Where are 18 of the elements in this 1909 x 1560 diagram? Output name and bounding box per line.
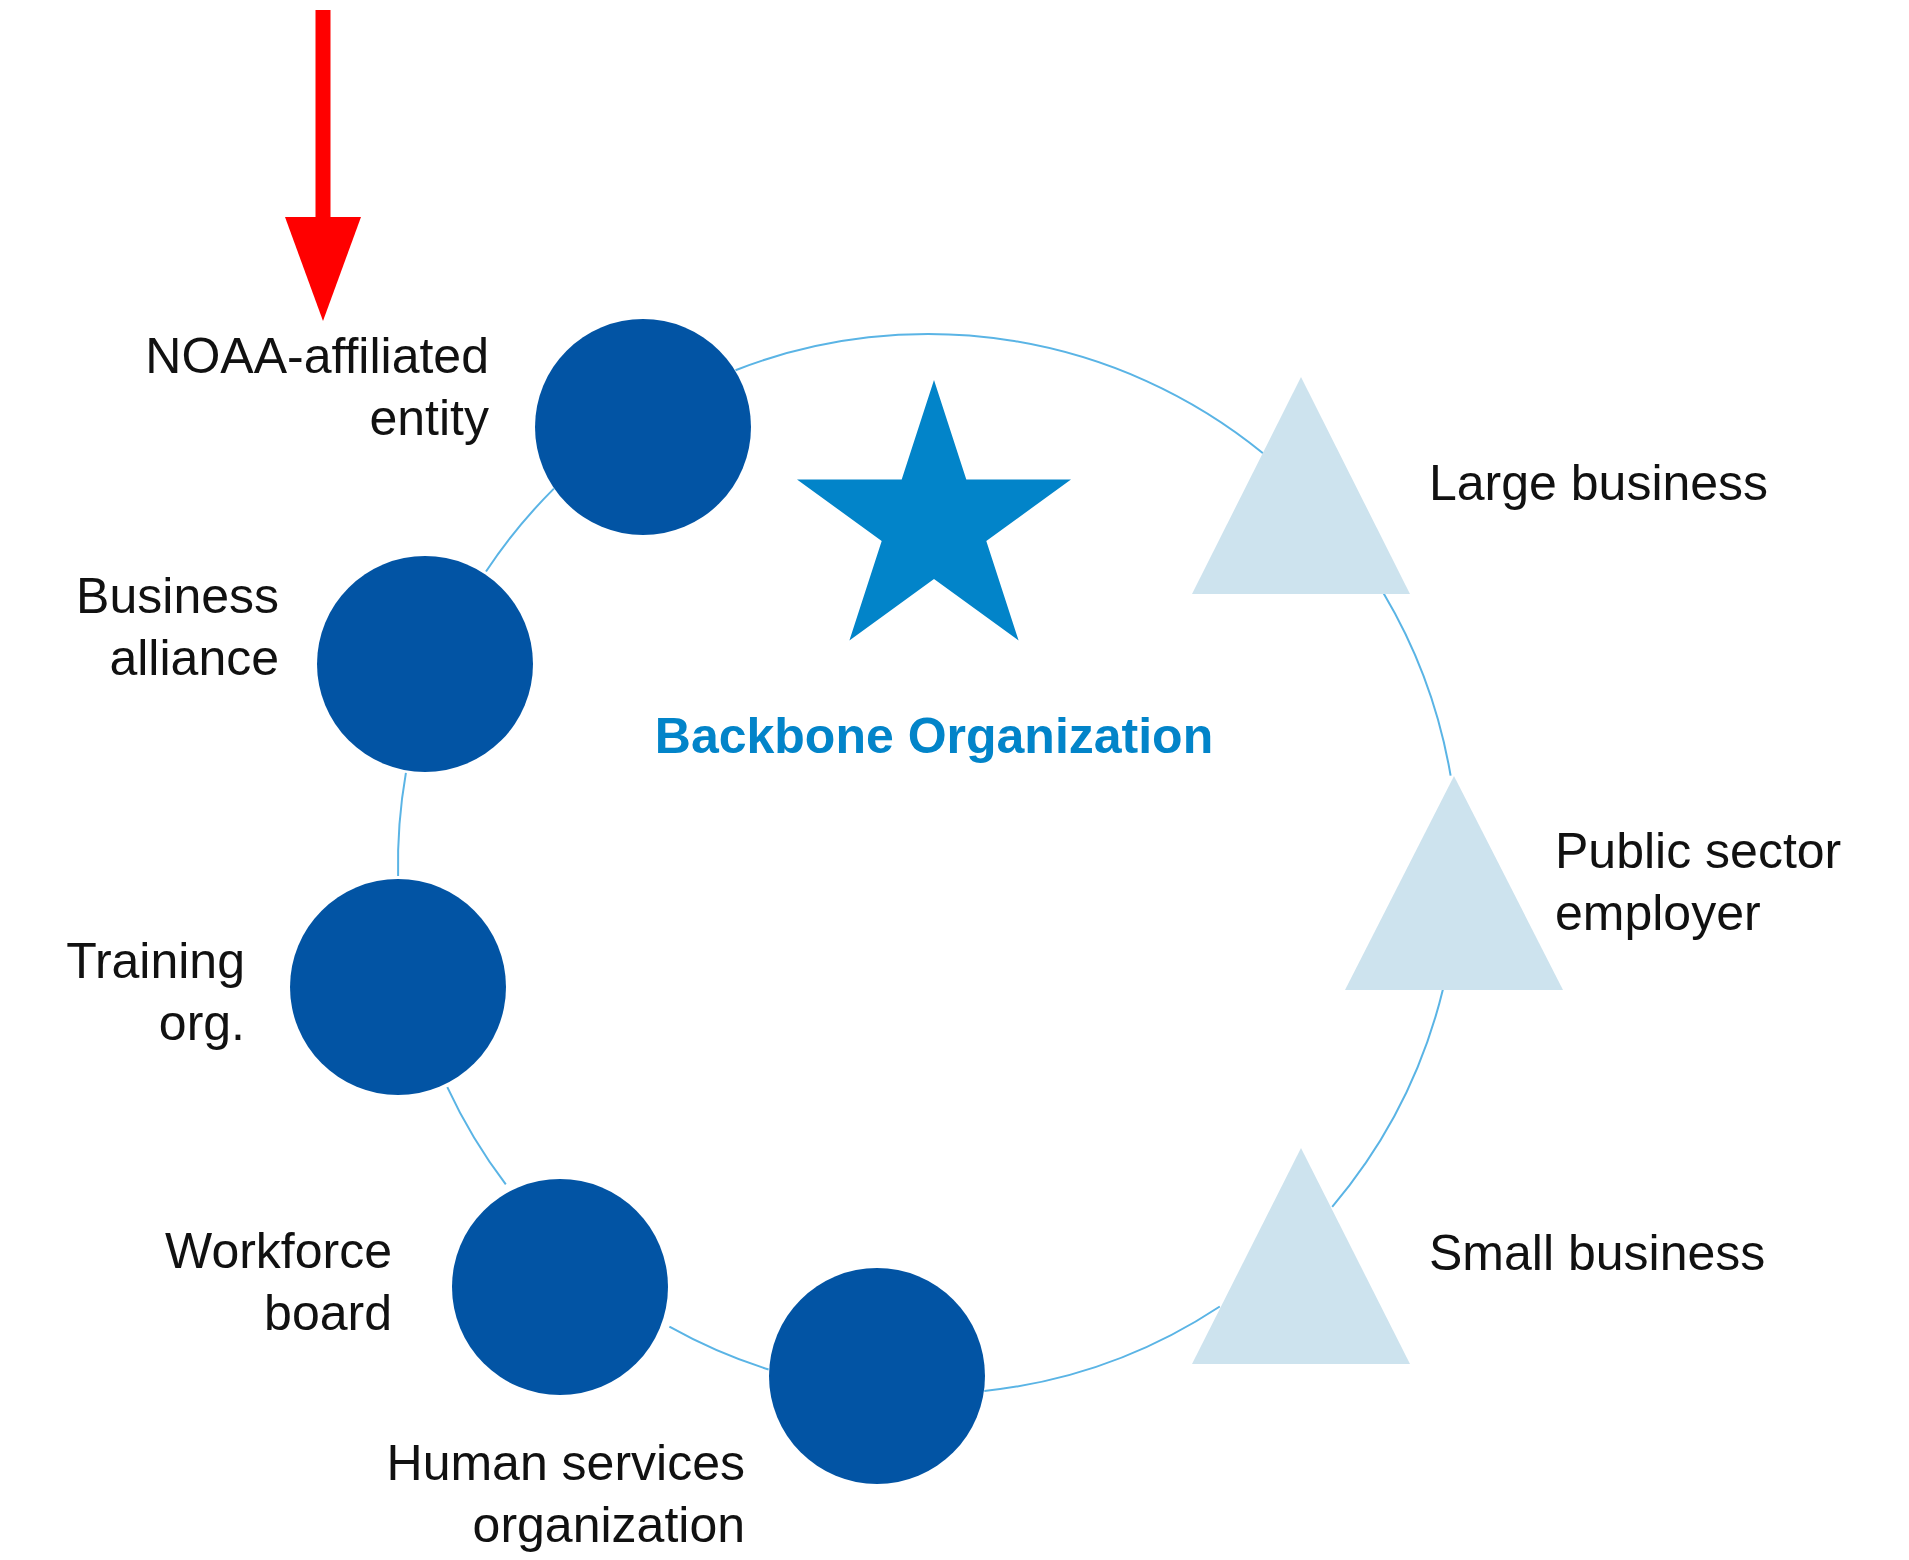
node-label: Workforce board [164,1222,392,1343]
node-label: Small business [1429,1224,1767,1283]
ring-line [1331,988,1444,1208]
ring-line [983,1305,1221,1392]
ring-line [1382,592,1452,777]
node-label: Human services organization [385,1434,745,1555]
ring-line [397,771,407,877]
node-label: Training org. [65,932,245,1053]
ring-line [446,1086,507,1186]
node-label: Business alliance [75,567,279,688]
node-label: Public sector employer [1555,822,1843,943]
ring-line [485,487,555,573]
node-label: Backbone Organization [653,707,1215,766]
node-label: Large business [1429,454,1770,513]
ring-line [734,333,1264,455]
arrow [285,10,361,321]
ring-line [668,1325,770,1371]
node-label: NOAA-affiliated entity [144,327,489,448]
